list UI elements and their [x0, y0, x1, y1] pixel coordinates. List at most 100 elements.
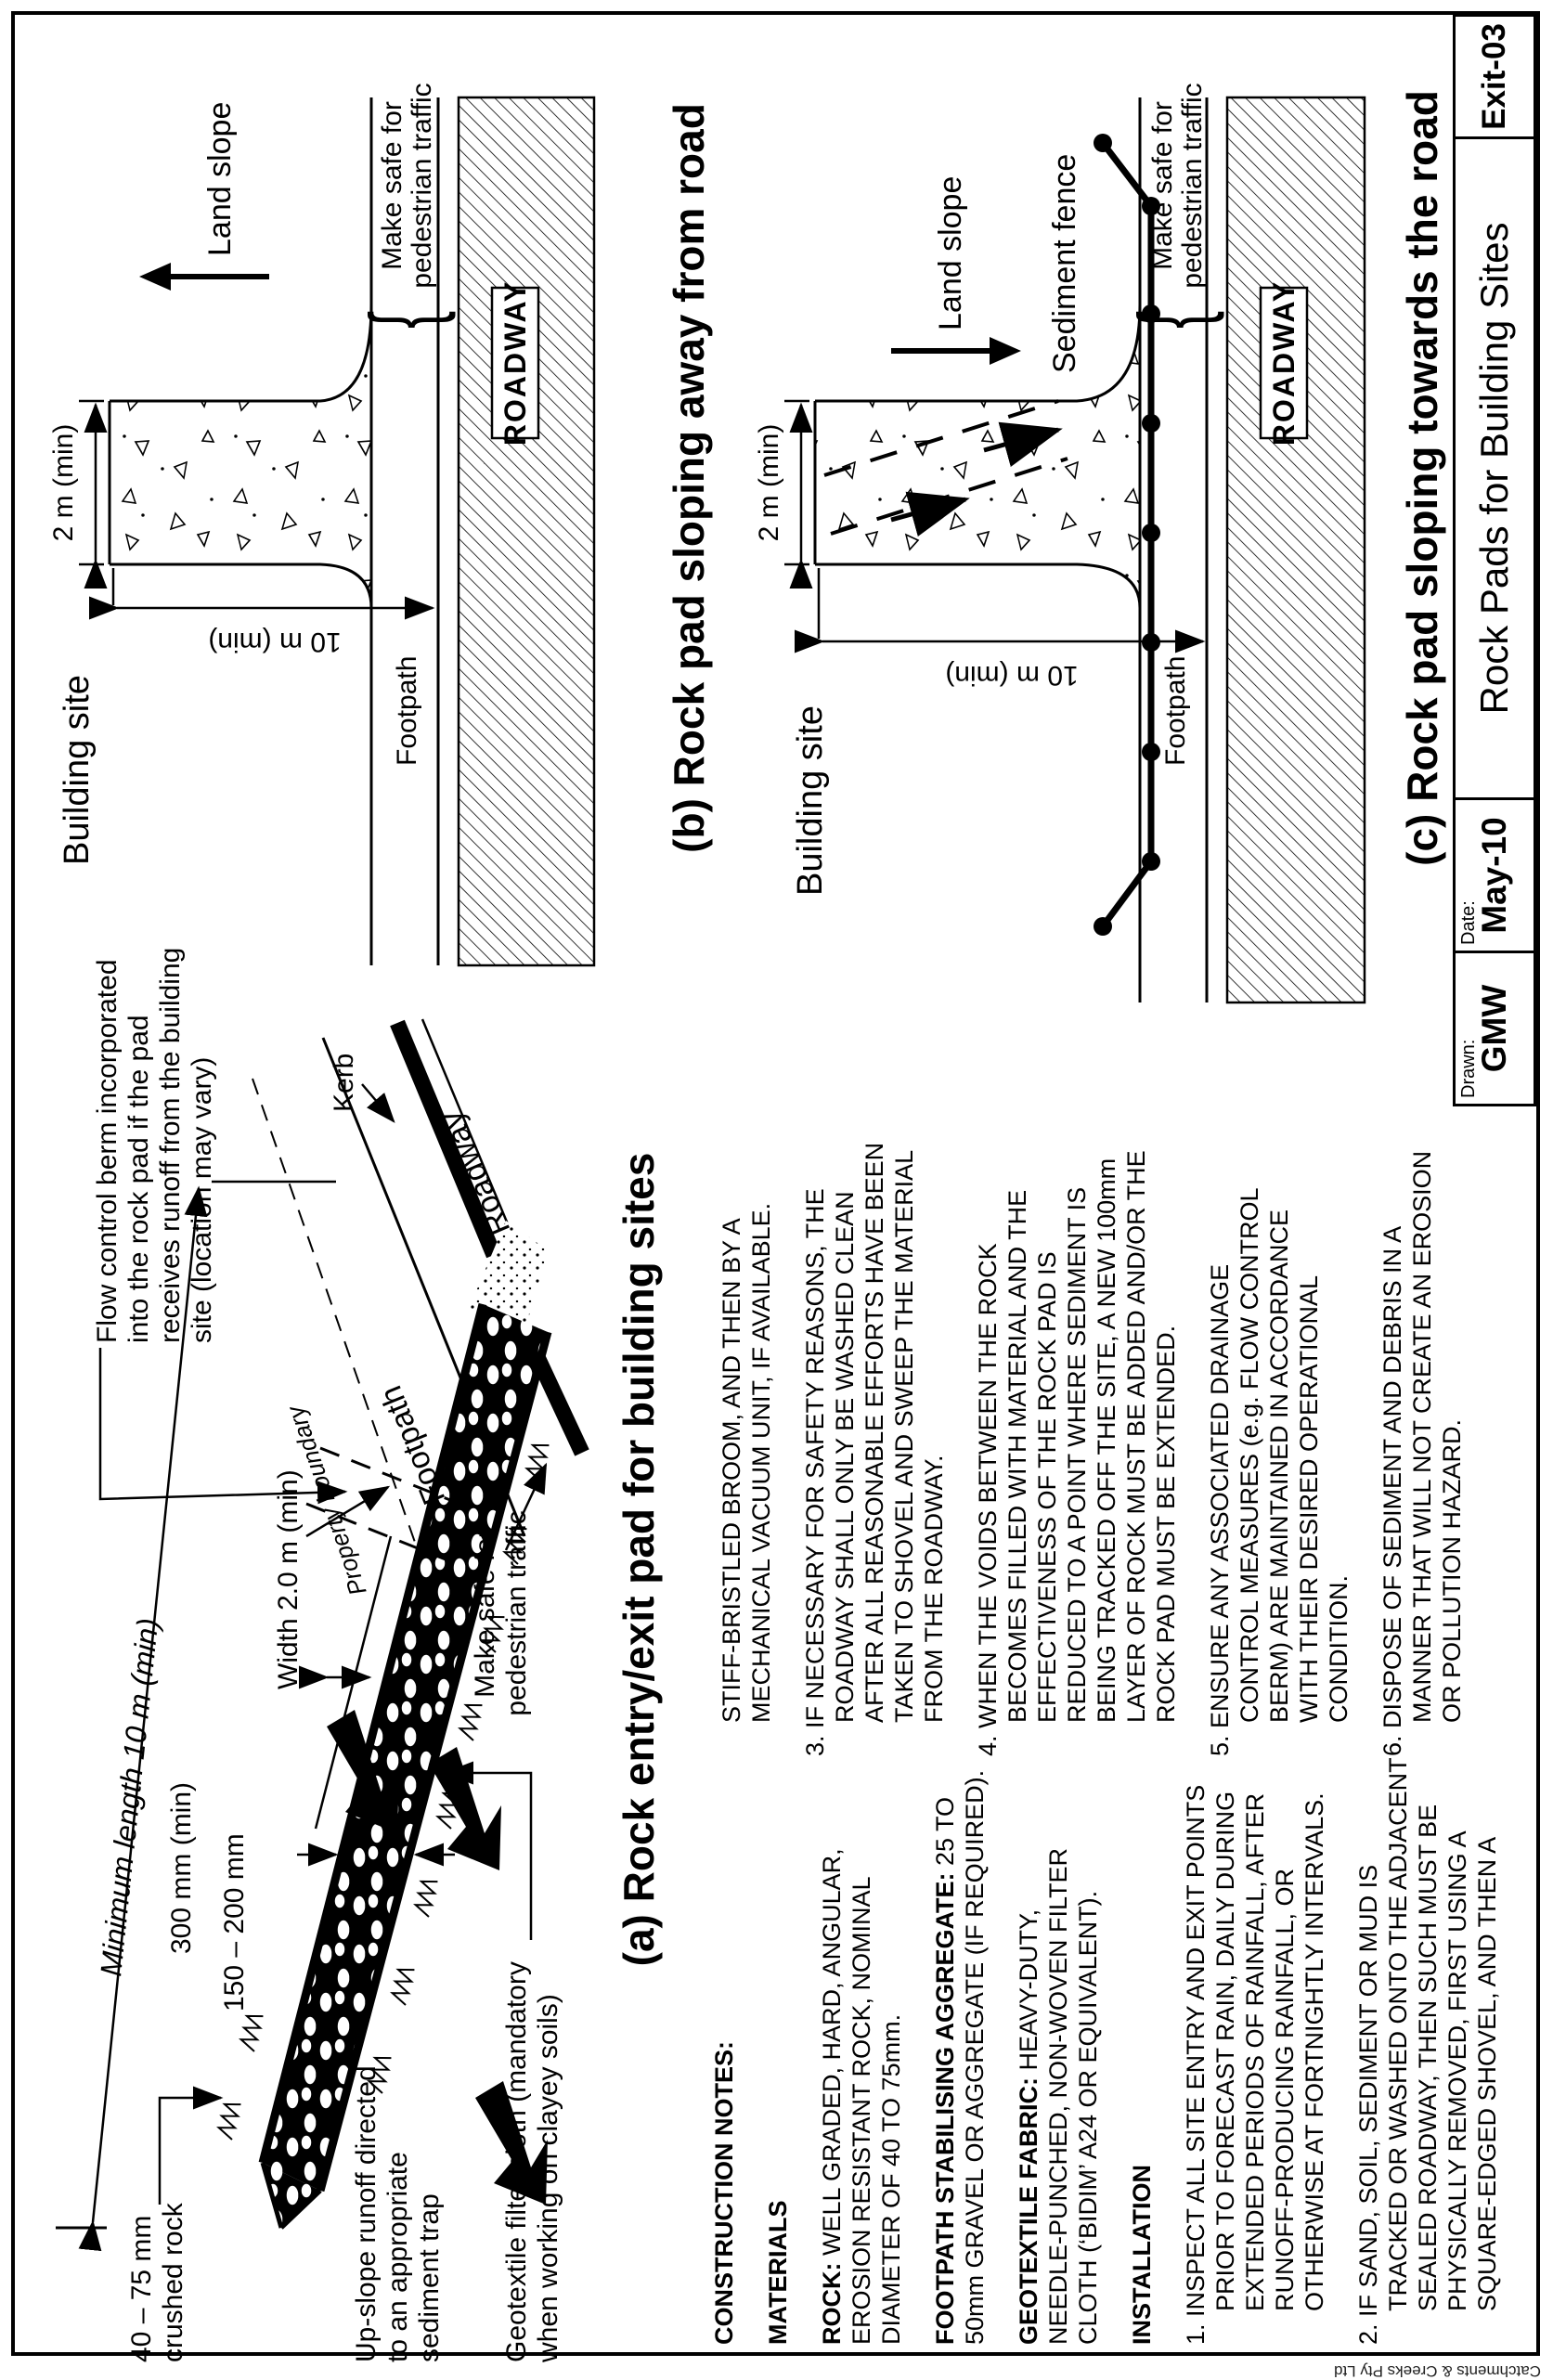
dim-300-label: 300 mm (min) — [166, 1782, 197, 1954]
note-line: PRIOR TO FORECAST RAIN, DAILY DURING — [1211, 1791, 1239, 2311]
make-safe-c-2: pedestrian traffic — [1177, 83, 1208, 288]
date-label: Date: — [1458, 900, 1479, 945]
note-line: NEEDLE-PUNCHED, NON-WOVEN FILTER — [1044, 1847, 1072, 2345]
width-2m-label: Width 2.0 m (min) — [273, 1469, 304, 1689]
note-line: LAYER OF ROCK MUST BE ADDED AND/OR THE — [1122, 1150, 1150, 1723]
sheet-title: Rock Pads for Building Sites — [1472, 222, 1516, 715]
note-line: WITH THEIR DESIRED OPERATIONAL — [1295, 1274, 1323, 1723]
make-safe-leader-a — [504, 1462, 548, 1551]
roadway-hatch-b — [457, 96, 596, 967]
note-line: GEOTEXTILE FABRIC: HEAVY-DUTY, — [1015, 1908, 1042, 2345]
note-line: MANNER THAT WILL NOT CREATE AN EROSION — [1408, 1150, 1436, 1723]
berm-dash-1 — [305, 1502, 446, 1561]
diagram-b-title: (b) Rock pad sloping away from road — [665, 103, 713, 853]
dim-10m-label-c: 10 m (min) — [945, 660, 1078, 691]
roadway-label-a: Roadway — [434, 1106, 517, 1240]
footpath-label-a: Footpath — [373, 1381, 453, 1510]
berm-leader — [98, 1348, 348, 1505]
title-block-sheet-title-cell: Rock Pads for Building Sites — [1456, 136, 1534, 797]
note-line: FOOTPATH STABILISING AGGREGATE: 25 TO — [931, 1796, 959, 2345]
title-block-sheet-number-cell: Exit-03 — [1456, 17, 1534, 136]
sheet-number: Exit-03 — [1476, 23, 1512, 130]
note-line: 4. WHEN THE VOIDS BETWEEN THE ROCK — [974, 1243, 1002, 1756]
crushed-rock-label-1: 40 – 75 mm — [126, 2216, 157, 2362]
note-line: 6. DISPOSE OF SEDIMENT AND DEBRIS IN A — [1378, 1225, 1406, 1756]
dim-2m-label-c: 2 m (min) — [754, 424, 784, 542]
title-block-date-cell: Date: May-10 — [1456, 797, 1534, 951]
kerb-band-lower — [529, 1352, 589, 1456]
note-line: OTHERWISE AT FORTNIGHTLY INTERVALS. — [1301, 1792, 1328, 2311]
note-line: CLOTH (‘BIDIM’ A24 OR EQUIVALENT). — [1074, 1890, 1102, 2345]
diagram-c: ROADWAY 2 m (min) 10 m (min) Land slope … — [754, 83, 1446, 1004]
flow-mini-arrow-2 — [983, 421, 1063, 468]
min-length-dim-line — [78, 1185, 208, 2252]
geotextile-top-edge — [258, 1302, 487, 2165]
note-line: 5. ENSURE ANY ASSOCIATED DRAINAGE — [1206, 1263, 1234, 1756]
note-line: ROADWAY SHALL ONLY BE WASHED CLEAN — [831, 1191, 859, 1723]
flow-berm-label-2: into the rock pad if the pad — [123, 1015, 154, 1343]
crushed-rock-label-2: crushed rock — [158, 2202, 188, 2362]
note-line: SEALED ROADWAY, THEN SUCH MUST BE — [1414, 1804, 1442, 2311]
note-line: SQUARE-EDGED SHOVEL, AND THEN A — [1473, 1836, 1501, 2311]
make-safe-b-1: Make safe for — [377, 101, 408, 270]
drawn-label: Drawn: — [1458, 1039, 1479, 1098]
roadway-hatch-c — [1225, 96, 1366, 1004]
note-line: DIAMETER OF 40 TO 75mm. — [877, 2013, 905, 2345]
make-safe-a-2: pedestrian traffic — [501, 1510, 532, 1715]
upslope-label-2: to an appropriate — [382, 2152, 413, 2362]
note-line: CONDITION. — [1325, 1575, 1352, 1723]
flow-berm-label-1: Flow control berm incorporated — [92, 959, 123, 1343]
pad-tip-edge1 — [260, 2162, 284, 2229]
geotextile-label-2: when working on clayey soils) — [533, 1994, 563, 2363]
geotextile-label-1: Geotextile filter cloth (mandatory — [501, 1961, 532, 2362]
diagram-a-title: (a) Rock entry/exit pad for building sit… — [615, 1153, 663, 1967]
note-line: CONTROL MEASURES (e.g. FLOW CONTROL — [1236, 1187, 1263, 1723]
note-line: FROM THE ROADWAY. — [920, 1455, 948, 1723]
diagram-c-title: (c) Rock pad sloping towards the road — [1398, 90, 1446, 866]
dim-10m-label-b: 10 m (min) — [208, 627, 341, 657]
note-line: 3. IF NECESSARY FOR SAFETY REASONS, THE — [801, 1188, 829, 1756]
note-line: BERM) ARE MAINTAINED IN ACCORDANCE — [1265, 1209, 1293, 1723]
make-safe-brace-c: { — [1121, 311, 1225, 329]
note-line: 2. IF SAND, SOIL, SEDIMENT OR MUD IS — [1354, 1864, 1382, 2345]
note-line: MATERIALS — [764, 2200, 792, 2346]
note-line: 50mm GRAVEL OR AGGREGATE (IF REQUIRED). — [961, 1769, 989, 2345]
title-block: Drawn: GMW Date: May-10 Rock Pads for Bu… — [1453, 14, 1536, 1106]
building-site-label-b: Building site — [58, 675, 97, 865]
note-line: EFFECTIVENESS OF THE ROCK PAD IS — [1033, 1251, 1061, 1723]
berm-dash-2 — [319, 1446, 460, 1506]
dim-2m-label-b: 2 m (min) — [48, 424, 79, 542]
note-line: AFTER ALL REASONABLE EFFORTS HAVE BEEN — [861, 1142, 888, 1723]
roadway-box-c — [1259, 286, 1309, 440]
note-line: TAKEN TO SHOVEL AND SWEEP THE MATERIAL — [890, 1149, 918, 1723]
geotextile-leader — [443, 1761, 533, 1940]
rock-pad-c-outline — [813, 304, 1142, 609]
flow-berm-label-3: receives runoff from the building — [155, 948, 186, 1343]
pad-tip-edge2 — [279, 2189, 322, 2230]
note-line: MECHANICAL VACUUM UNIT, IF AVAILABLE. — [747, 1202, 775, 1723]
rock-pad-a — [263, 1304, 548, 2191]
sediment-fence-posts — [1094, 134, 1160, 936]
dim-150-label: 150 – 200 mm — [219, 1833, 250, 2011]
note-line: REDUCED TO A POINT WHERE SEDIMENT IS — [1063, 1186, 1091, 1723]
note-line: BEING TRACKED OFF THE SITE, A NEW 100mm — [1093, 1158, 1120, 1723]
min-length-label: Minimum length 10 m (min) — [94, 1616, 164, 1977]
roadway-label-c: ROADWAY — [1267, 280, 1301, 446]
rock-pad-b — [110, 304, 371, 608]
kerb-leader — [361, 1083, 395, 1123]
flow-dash-2 — [823, 399, 1059, 477]
width-leader — [305, 1485, 391, 1538]
note-line: INSTALLATION — [1128, 2165, 1156, 2345]
kerb-label: Kerb — [329, 1054, 359, 1112]
note-line: RUNOFF-PRODUCING RAINFALL, OR — [1271, 1868, 1299, 2311]
note-line: ROCK PAD MUST BE EXTENDED. — [1152, 1325, 1180, 1723]
crushed-rock-leader — [158, 2086, 224, 2205]
note-line: TRACKED OR WASHED ONTO THE ADJACENT — [1384, 1757, 1412, 2311]
diagram-b: ROADWAY 2 m (min) 10 m (min) Land slope … — [48, 83, 713, 967]
note-line: CONSTRUCTION NOTES: — [710, 2041, 738, 2345]
